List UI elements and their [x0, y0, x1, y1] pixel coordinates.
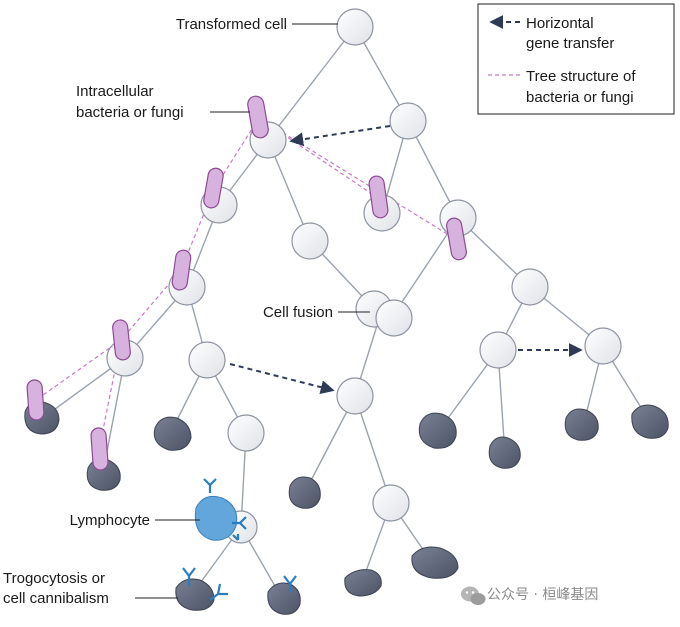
label-transformed-cell: Transformed cell: [176, 16, 287, 33]
cell: [479, 331, 517, 369]
legend: Horizontal gene transfer Tree structure …: [477, 3, 675, 115]
label-intracellular-line1: Intracellular: [76, 83, 154, 100]
bacterium: [26, 379, 45, 421]
legend-tree-line1: Tree structure of: [526, 68, 636, 85]
dead-cell: [418, 412, 457, 449]
bacterium: [112, 319, 131, 361]
wechat-icon: [461, 586, 486, 605]
bacteria-rods: [26, 95, 467, 471]
label-cell-fusion: Cell fusion: [263, 304, 333, 321]
bacterium: [247, 95, 269, 139]
cannibal-cell: [175, 578, 215, 611]
lymphocyte: [194, 478, 247, 541]
legend-hgt-line1: Horizontal: [526, 15, 594, 32]
cell: [227, 414, 265, 452]
label-trogocytosis-line1: Trogocytosis or: [3, 570, 105, 587]
cell: [584, 327, 622, 365]
cell: [291, 222, 329, 260]
cell: [336, 377, 374, 415]
hgt-arrows: [229, 125, 583, 395]
antibody-icon: [203, 478, 247, 541]
dead-cell: [288, 476, 321, 509]
cell: [511, 268, 549, 306]
cell: [188, 341, 226, 379]
bacterium: [368, 175, 389, 219]
cell: [372, 484, 410, 522]
transformed-cell: [336, 8, 374, 46]
legend-tree-line2: bacteria or fungi: [526, 89, 634, 106]
label-leaders: [135, 23, 370, 599]
dead-cell: [488, 436, 521, 469]
dead-cell: [631, 404, 669, 439]
label-lymphocyte: Lymphocyte: [70, 512, 150, 529]
dead-cell: [411, 546, 459, 579]
dead-cell: [344, 569, 382, 597]
dead-cell: [564, 408, 599, 441]
legend-hgt-line2: gene transfer: [526, 35, 614, 52]
dead-cells: [24, 401, 669, 615]
fusing-cell-right: [375, 299, 413, 337]
antibody-icon: [182, 567, 297, 601]
label-trogocytosis-line2: cell cannibalism: [3, 590, 109, 607]
bacterium: [203, 167, 224, 209]
dead-cell: [267, 582, 301, 615]
bacterium: [90, 427, 109, 471]
bacterium: [171, 249, 192, 291]
dead-cell: [153, 416, 192, 451]
bacterium: [446, 217, 467, 261]
label-intracellular-line2: bacteria or fungi: [76, 104, 184, 121]
watermark: 公众号 · 桓峰基因: [461, 586, 598, 605]
cell: [389, 102, 427, 140]
watermark-text: 公众号 · 桓峰基因: [487, 586, 598, 603]
